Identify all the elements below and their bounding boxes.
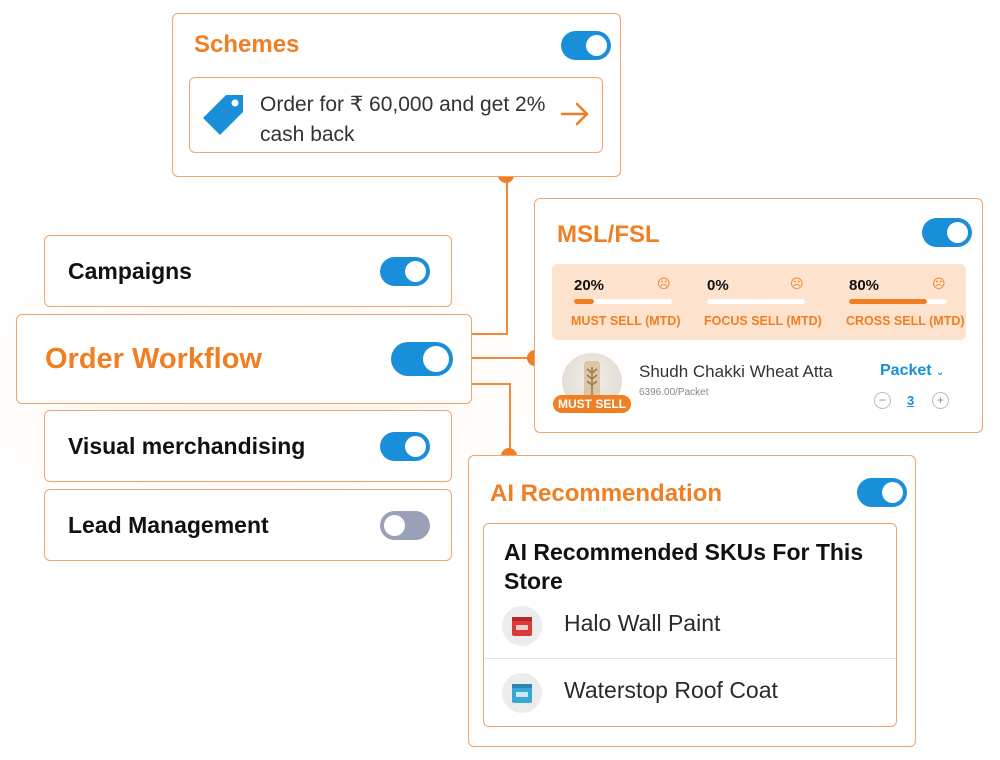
lead-management-toggle[interactable] — [380, 511, 430, 540]
connector-schemes — [506, 176, 508, 334]
msl-fsl-title: MSL/FSL — [557, 221, 660, 248]
product-price: 6396.00/Packet — [639, 387, 709, 398]
order-workflow-toggle[interactable] — [391, 342, 453, 376]
connector-workflow-bottom — [471, 383, 511, 385]
metric-focus-sell: 0% ☹ FOCUS SELL (MTD) — [704, 264, 834, 340]
paint-bucket-icon — [502, 673, 542, 713]
metric-progress-fill — [574, 299, 594, 304]
unit-dropdown[interactable]: Packet ⌄ — [880, 362, 944, 380]
metric-label: CROSS SELL (MTD) — [846, 314, 965, 328]
msl-fsl-toggle[interactable] — [922, 218, 972, 247]
feature-label: Campaigns — [68, 258, 192, 284]
list-divider — [484, 658, 896, 659]
must-sell-badge: MUST SELL — [553, 395, 631, 413]
feature-lead-management: Lead Management — [44, 489, 452, 561]
schemes-card: Schemes Order for ₹ 60,000 and get 2% ca… — [172, 13, 621, 177]
quantity-value[interactable]: 3 — [907, 393, 915, 408]
list-item[interactable]: Waterstop Roof Coat — [484, 659, 896, 725]
order-workflow-card: Order Workflow — [16, 314, 472, 404]
chevron-down-icon: ⌄ — [936, 367, 945, 378]
scheme-offer[interactable]: Order for ₹ 60,000 and get 2% cash back — [189, 77, 603, 153]
sad-face-icon: ☹ — [657, 276, 671, 291]
metric-progress-track — [707, 299, 805, 304]
metric-progress-fill — [849, 299, 928, 304]
metric-must-sell: 20% ☹ MUST SELL (MTD) — [571, 264, 701, 340]
connector-workflow-msl — [471, 357, 535, 359]
metric-progress-track — [849, 299, 947, 304]
feature-visual-merchandising: Visual merchandising — [44, 410, 452, 482]
ai-sku-heading: AI Recommended SKUs For This Store — [504, 539, 864, 594]
metric-value: 20% — [574, 277, 605, 294]
sad-face-icon: ☹ — [790, 276, 804, 291]
metric-value: 0% — [707, 277, 729, 294]
sad-face-icon: ☹ — [932, 276, 946, 291]
connector-ai — [509, 383, 511, 457]
sell-metrics-panel: 20% ☹ MUST SELL (MTD) 0% ☹ FOCUS SELL (M… — [552, 264, 966, 340]
paint-bucket-icon — [502, 606, 542, 646]
product-name: Shudh Chakki Wheat Atta — [639, 362, 833, 381]
ai-recommendation-card: AI Recommendation AI Recommended SKUs Fo… — [468, 455, 916, 747]
metric-value: 80% — [849, 277, 880, 294]
list-item[interactable]: Halo Wall Paint — [484, 592, 896, 658]
sku-name: Waterstop Roof Coat — [564, 677, 778, 703]
visual-merchandising-toggle[interactable] — [380, 432, 430, 461]
metric-cross-sell: 80% ☹ CROSS SELL (MTD) — [846, 264, 976, 340]
ai-sku-panel: AI Recommended SKUs For This Store Halo … — [483, 523, 897, 727]
arrow-right-icon[interactable] — [560, 102, 590, 131]
msl-fsl-card: MSL/FSL 20% ☹ MUST SELL (MTD) 0% ☹ FOCUS… — [534, 198, 983, 433]
feature-campaigns: Campaigns — [44, 235, 452, 307]
ai-recommendation-toggle[interactable] — [857, 478, 907, 507]
order-workflow-title: Order Workflow — [45, 343, 262, 375]
feature-label: Visual merchandising — [68, 433, 306, 459]
schemes-toggle[interactable] — [561, 31, 611, 60]
schemes-title: Schemes — [194, 31, 300, 58]
sku-name: Halo Wall Paint — [564, 610, 721, 636]
scheme-offer-text: Order for ₹ 60,000 and get 2% cash back — [260, 93, 546, 146]
ai-recommendation-title: AI Recommendation — [490, 480, 723, 507]
metric-progress-track — [574, 299, 672, 304]
metric-label: FOCUS SELL (MTD) — [704, 314, 822, 328]
campaigns-toggle[interactable] — [380, 257, 430, 286]
metric-label: MUST SELL (MTD) — [571, 314, 681, 328]
feature-label: Lead Management — [68, 512, 269, 538]
unit-label: Packet — [880, 362, 932, 379]
quantity-plus-button[interactable]: + — [932, 392, 949, 409]
tag-icon — [200, 92, 246, 143]
quantity-minus-button[interactable]: − — [874, 392, 891, 409]
connector-workflow-top — [471, 333, 508, 335]
